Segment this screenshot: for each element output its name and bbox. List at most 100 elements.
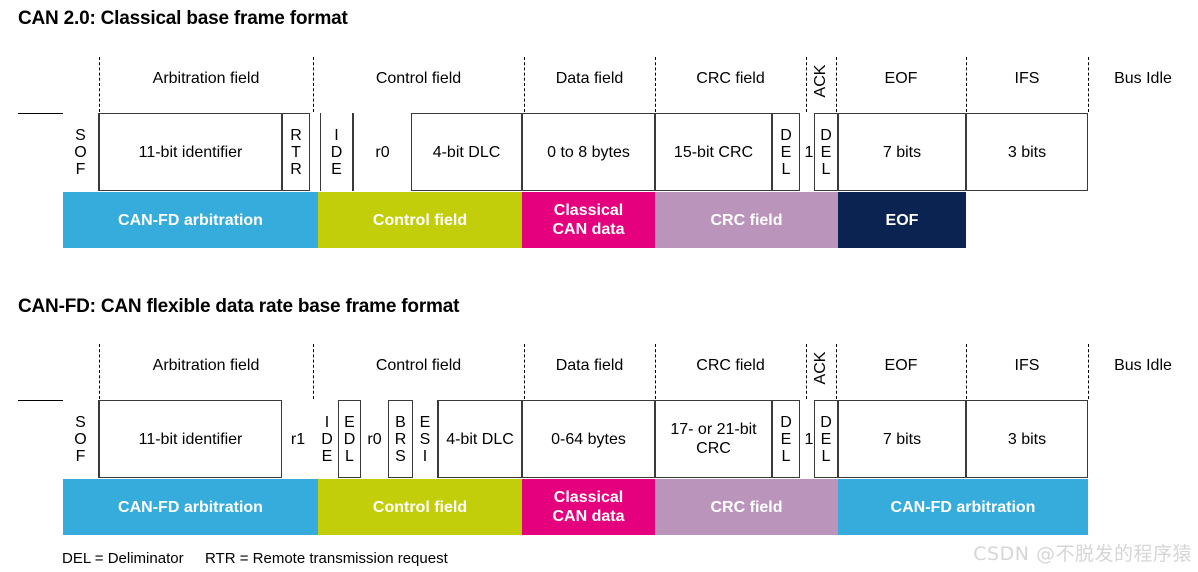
field-data-text: 0-64 bytes — [551, 430, 626, 448]
field-dlc: 4-bit DLC — [438, 400, 522, 478]
field-eof-text: 7 bits — [882, 143, 922, 161]
header-separator — [524, 344, 525, 399]
field-r0-text: r0 — [367, 430, 382, 448]
bar-crc-field: CRC field — [655, 479, 838, 535]
bar-control-field-label: Control field — [372, 211, 468, 229]
field-data: 0-64 bytes — [522, 400, 655, 478]
field-dlc-text: 4-bit DLC — [432, 143, 501, 161]
bar-can-fd-arbitration: CAN-FD arbitration — [63, 479, 318, 535]
bar-control-field: Control field — [318, 192, 522, 248]
header-separator — [966, 344, 967, 399]
bus-idle-line — [18, 400, 63, 401]
field-eof: 7 bits — [838, 113, 966, 191]
bar-crc-field-label: CRC field — [710, 211, 783, 229]
page-title-can20: CAN 2.0: Classical base frame format — [18, 8, 348, 29]
header-separator — [1088, 57, 1089, 112]
field-eof-text: 7 bits — [882, 430, 922, 448]
field-ack-slot: 1 — [802, 400, 816, 478]
field-data: 0 to 8 bytes — [522, 113, 655, 191]
field-r0: r0 — [353, 113, 411, 191]
field-ack-slot: 1 — [802, 113, 816, 191]
header-label-control-field: Control field — [375, 357, 462, 374]
header-label-bus-idle: Bus Idle — [1114, 70, 1172, 87]
bar-eof-label: EOF — [885, 211, 919, 229]
header-separator — [99, 57, 100, 112]
header-separator — [806, 57, 807, 112]
bar-eof: EOF — [838, 192, 966, 248]
header-label-crc-field: CRC field — [696, 70, 765, 87]
header-separator — [836, 57, 837, 112]
legend-rtr: RTR = Remote transmission request — [205, 550, 448, 567]
field-crc: 15-bit CRC — [655, 113, 772, 191]
header-separator — [966, 57, 967, 112]
header-label-crc-field: CRC field — [696, 357, 765, 374]
field-ack-slot-text: 1 — [804, 143, 814, 161]
field-identifier-text: 11-bit identifier — [138, 143, 243, 161]
bar-can-fd-arbitration-2-label: CAN-FD arbitration — [890, 498, 1036, 516]
header-separator — [655, 344, 656, 399]
field-ack-slot-text: 1 — [804, 430, 814, 448]
header-separator — [655, 57, 656, 112]
field-r1: r1 — [282, 400, 314, 478]
bar-control-field-label: Control field — [372, 498, 468, 516]
field-r1-text: r1 — [290, 430, 306, 448]
header-separator — [99, 344, 100, 399]
page-title-canfd: CAN-FD: CAN flexible data rate base fram… — [18, 296, 460, 317]
header-label-ifs: IFS — [1014, 357, 1040, 374]
header-label-eof: EOF — [884, 357, 918, 374]
header-label-data-field: Data field — [555, 70, 624, 87]
header-label-control-field: Control field — [375, 70, 462, 87]
bar-can-fd-arbitration-label: CAN-FD arbitration — [118, 498, 263, 516]
field-r0: r0 — [361, 400, 388, 478]
bar-crc-field: CRC field — [655, 192, 838, 248]
field-data-text: 0 to 8 bytes — [547, 143, 630, 161]
bar-can-fd-arbitration-label: CAN-FD arbitration — [118, 211, 263, 229]
header-label-eof: EOF — [884, 70, 918, 87]
header-separator — [524, 57, 525, 112]
header-label-arbitration-field: Arbitration field — [152, 357, 260, 374]
legend-del: DEL = Deliminator — [62, 550, 184, 567]
field-identifier: 11-bit identifier — [99, 113, 282, 191]
header-label-bus-idle: Bus Idle — [1114, 357, 1172, 374]
field-ifs: 3 bits — [966, 113, 1088, 191]
bus-idle-line — [18, 113, 63, 114]
field-crc: 17- or 21-bit CRC — [655, 400, 772, 478]
bar-can-fd-arbitration: CAN-FD arbitration — [63, 192, 318, 248]
field-identifier: 11-bit identifier — [99, 400, 282, 478]
field-crc-text: 15-bit CRC — [673, 143, 754, 161]
header-separator — [313, 57, 314, 112]
bar-can-fd-arbitration-2: CAN-FD arbitration — [838, 479, 1088, 535]
header-separator — [806, 344, 807, 399]
watermark: CSDN @不脱发的程序猿 — [973, 543, 1192, 565]
header-label-ack: ACK — [812, 351, 829, 385]
field-crc-text: 17- or 21-bit CRC — [670, 421, 757, 457]
field-ifs-text: 3 bits — [1007, 430, 1047, 448]
